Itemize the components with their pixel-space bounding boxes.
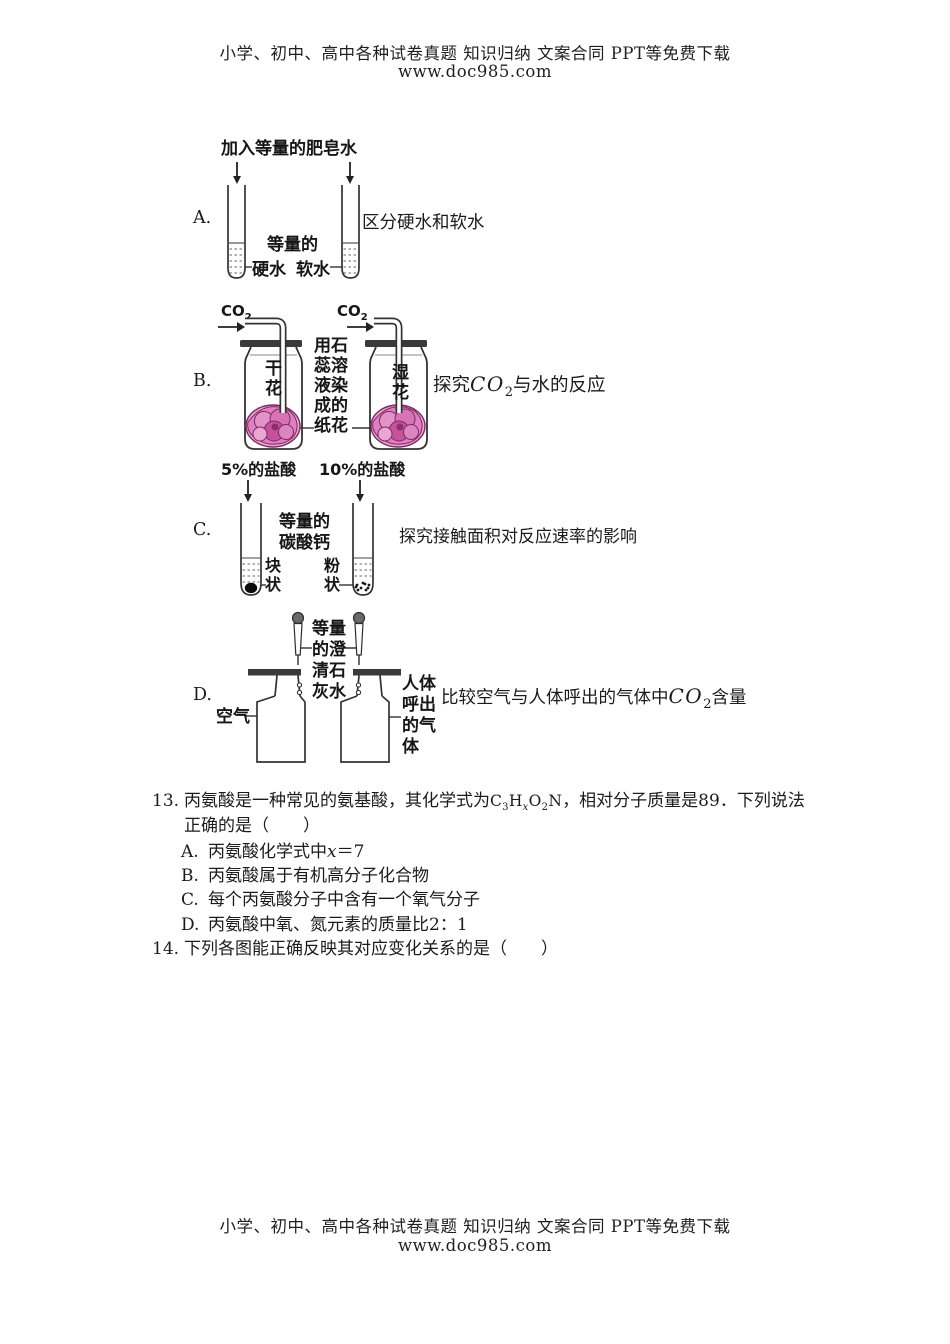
powder-label: 粉状: [324, 556, 341, 594]
header-site-url: www.doc985.com: [398, 62, 552, 81]
air-label: 空气: [216, 707, 250, 727]
option-b-description: 探究CO2与水的反应: [433, 371, 606, 400]
option-d-apparatus: [244, 611, 401, 763]
option-d-desc-post: 含量: [711, 688, 747, 708]
question-13-option-b: B.丙氨酸属于有机高分子化合物: [181, 866, 429, 886]
co2-math-formula: CO2: [470, 372, 513, 400]
dry-flower-label: 干花: [265, 359, 282, 399]
question-13-option-d: D.丙氨酸中氧、氮元素的质量比2：1: [181, 915, 468, 935]
question-13-stem-post: ，相对分子质量是89．下列说法: [562, 791, 805, 811]
down-arrow-right: [346, 162, 354, 184]
co2-math-formula: CO2: [668, 684, 712, 712]
co2-subscript: 2: [360, 312, 368, 323]
soft-water-label: 软水: [296, 260, 330, 280]
test-tube-soft-water: [330, 185, 360, 279]
down-arrow-right: [356, 480, 364, 502]
option-letter: A.: [181, 842, 199, 862]
option-a-equal-label: 等量的: [267, 235, 318, 255]
down-arrow-left: [244, 480, 252, 502]
option-letter: C.: [181, 890, 199, 910]
option-b-middle-label: 用石蕊溶液染成的纸花: [314, 336, 348, 436]
wet-flower-label: 湿花: [392, 363, 409, 403]
option-c-letter: C.: [193, 520, 212, 540]
footer-promo-text: 小学、初中、高中各种试卷真题 知识归纳 文案合同 PPT等免费下载: [219, 1217, 731, 1236]
question-13-stem-line1: 13.丙氨酸是一种常见的氨基酸，其化学式为C3HxO2N，相对分子质量是89．下…: [152, 786, 805, 813]
option-c-apparatus: [240, 480, 374, 596]
variable-x: x: [327, 842, 337, 862]
question-14-stem: 14.下列各图能正确反映其对应变化关系的是（ ）: [152, 939, 558, 959]
option-d-desc-pre: 比较空气与人体呼出的气体中: [441, 688, 669, 708]
co2-label-right: CO2: [337, 302, 368, 323]
calcium-carbonate-lump: [244, 582, 258, 594]
question-13-stem-line2: 正确的是（ ）: [184, 816, 320, 836]
option-c-middle-label: 等量的碳酸钙: [279, 512, 330, 553]
dropper-left: [291, 611, 305, 665]
option-b-letter: B.: [193, 371, 212, 391]
option-letter: B.: [181, 866, 199, 886]
gas-arrow-right: [347, 322, 374, 332]
test-tube-powder: [339, 503, 374, 596]
option-a-apparatus: [227, 162, 360, 279]
lump-label: 块状: [265, 556, 282, 594]
question-13-option-c: C.每个丙氨酸分子中含有一个氧气分子: [181, 890, 480, 910]
test-tube-lump: [240, 503, 266, 596]
option-a-description: 区分硬水和软水: [362, 213, 485, 233]
dropper-right: [352, 611, 366, 665]
option-b-apparatus: [218, 317, 428, 450]
question-13-option-a: A.丙氨酸化学式中x＝7: [181, 842, 365, 862]
option-a-letter: A.: [193, 208, 212, 228]
option-d-description: 比较空气与人体呼出的气体中CO2含量: [441, 684, 746, 712]
delivery-tube-right: [374, 317, 403, 413]
collection-bottle-air: [244, 669, 306, 763]
delivery-tube-left: [245, 317, 287, 413]
option-a-top-label: 加入等量的肥皂水: [221, 139, 357, 159]
question-14-number: 14.: [152, 939, 180, 959]
question-13-stem-pre: 丙氨酸是一种常见的氨基酸，其化学式为: [184, 791, 490, 811]
alanine-formula: C3HxO2N: [490, 792, 563, 814]
co2-formula: CO: [221, 302, 245, 320]
calcium-carbonate-powder: [354, 581, 371, 592]
option-letter: D.: [181, 915, 200, 935]
hcl-10-label: 10%的盐酸: [319, 460, 406, 479]
hard-water-label: 硬水: [252, 260, 286, 280]
header-promo-text: 小学、初中、高中各种试卷真题 知识归纳 文案合同 PPT等免费下载: [219, 44, 731, 63]
down-arrow-left: [233, 162, 241, 184]
footer-site-url: www.doc985.com: [398, 1236, 552, 1255]
option-b-desc-pre: 探究: [433, 375, 471, 396]
option-d-letter: D.: [193, 685, 212, 705]
collection-bottle-exhaled: [340, 669, 401, 763]
test-tube-hard-water: [227, 185, 252, 279]
option-d-middle-label: 等量的澄清石灰水: [312, 619, 346, 702]
exhaled-gas-label: 人体呼出的气体: [402, 674, 436, 757]
paper-flower-dry: [245, 404, 301, 448]
option-b-desc-post: 与水的反应: [513, 375, 606, 396]
co2-formula: CO: [337, 302, 361, 320]
question-13-number: 13.: [152, 791, 180, 811]
gas-arrow-left: [218, 322, 245, 332]
hcl-5-label: 5%的盐酸: [221, 460, 297, 479]
option-c-description: 探究接触面积对反应速率的影响: [399, 527, 637, 547]
